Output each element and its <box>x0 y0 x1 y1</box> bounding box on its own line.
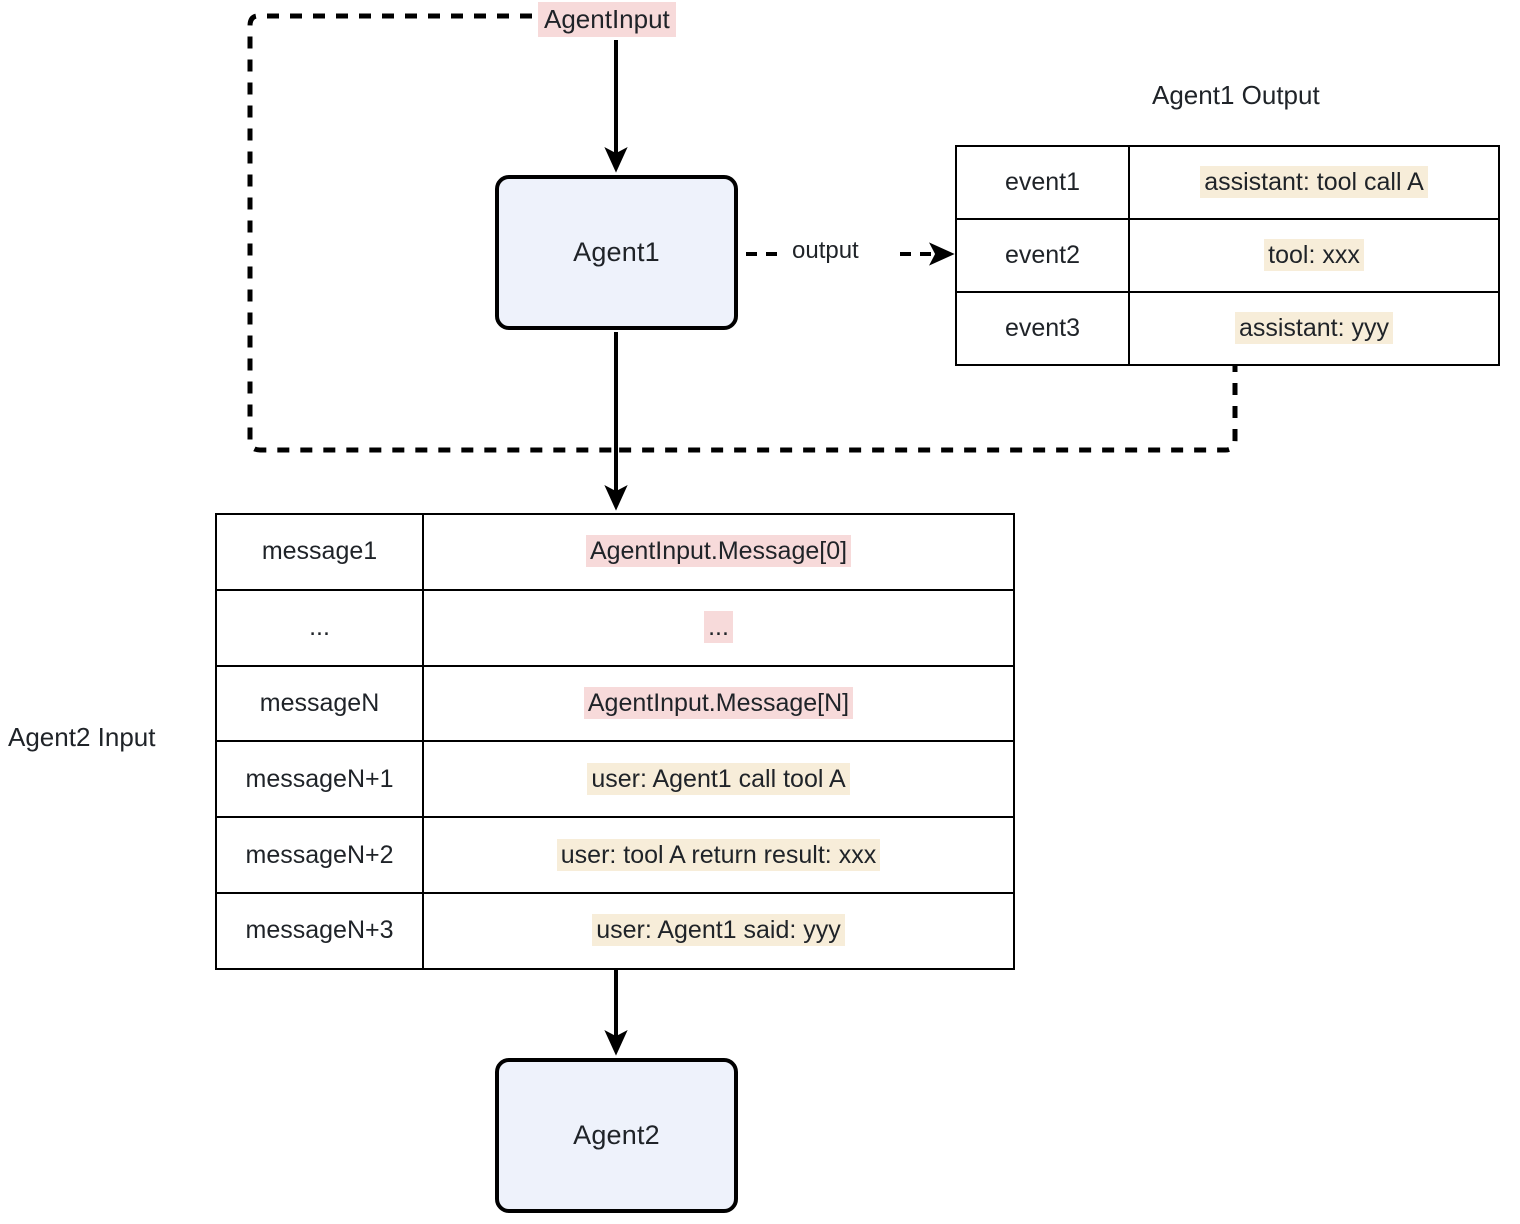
agent2-input-value-cell: AgentInput.Message[N] <box>422 664 1015 743</box>
node-agent2[interactable]: Agent2 <box>495 1058 738 1213</box>
agent1-output-value-highlight: assistant: tool call A <box>1200 166 1428 198</box>
agent1-output-table: event1 assistant: tool call A event2 tool: … <box>955 145 1500 366</box>
agent2-input-value-highlight: ... <box>704 611 733 644</box>
agent2-input-key-cell: messageN+1 <box>215 740 424 819</box>
edge-agent1output-feedback-rail <box>616 360 1238 453</box>
agent2-input-value-highlight: AgentInput.Message[N] <box>583 686 854 719</box>
agent1-output-row: event3 assistant: yyy <box>955 291 1500 366</box>
agent2-input-row: messageN+1 user: Agent1 call tool A <box>215 740 1015 819</box>
agent1-output-key-cell: event1 <box>955 145 1130 220</box>
agent2-input-key-cell: messageN+3 <box>215 891 424 970</box>
agent2-input-title: Agent2 Input <box>8 722 156 752</box>
node-agent2-label: Agent2 <box>573 1120 660 1150</box>
agent2-input-value-highlight: user: tool A return result: xxx <box>556 838 881 871</box>
agent2-input-key-cell: message1 <box>215 513 424 591</box>
agent1-output-value-highlight: assistant: yyy <box>1234 312 1394 344</box>
agent2-input-row: message1 AgentInput.Message[0] <box>215 513 1015 591</box>
agent1-output-key-cell: event2 <box>955 218 1130 293</box>
node-agent1-label: Agent1 <box>573 237 660 267</box>
agent2-input-row: messageN AgentInput.Message[N] <box>215 664 1015 743</box>
agent2-input-value-cell: AgentInput.Message[0] <box>422 513 1015 591</box>
agent1-output-value-cell: tool: xxx <box>1128 218 1500 293</box>
agent2-input-key-cell: messageN+2 <box>215 816 424 894</box>
agent2-input-value-cell: ... <box>422 588 1015 667</box>
agent2-input-row: messageN+3 user: Agent1 said: yyy <box>215 891 1015 970</box>
agent2-input-value-cell: user: Agent1 said: yyy <box>422 891 1015 970</box>
agent2-input-value-cell: user: Agent1 call tool A <box>422 740 1015 819</box>
agent1-output-row: event1 assistant: tool call A <box>955 145 1500 220</box>
agent1-output-row: event2 tool: xxx <box>955 218 1500 293</box>
agent1-output-title: Agent1 Output <box>1152 80 1320 110</box>
agent2-input-row: messageN+2 user: tool A return result: xx… <box>215 816 1015 894</box>
edge-label-output: output <box>792 237 859 264</box>
agent2-input-key-cell: ... <box>215 588 424 667</box>
agent1-output-value-highlight: tool: xxx <box>1264 239 1364 271</box>
agent2-input-value-highlight: user: Agent1 said: yyy <box>592 914 845 947</box>
agent1-output-value-cell: assistant: tool call A <box>1128 145 1500 220</box>
agent2-input-row: ...... <box>215 588 1015 667</box>
agent1-output-key-cell: event3 <box>955 291 1130 366</box>
agent2-input-value-highlight: user: Agent1 call tool A <box>587 762 850 795</box>
node-agent1[interactable]: Agent1 <box>495 175 738 330</box>
agent1-output-value-cell: assistant: yyy <box>1128 291 1500 366</box>
agent2-input-key-cell: messageN <box>215 664 424 743</box>
agent2-input-value-highlight: AgentInput.Message[0] <box>585 535 852 568</box>
agent-input-label: AgentInput <box>538 2 676 37</box>
agent2-input-value-cell: user: tool A return result: xxx <box>422 816 1015 894</box>
